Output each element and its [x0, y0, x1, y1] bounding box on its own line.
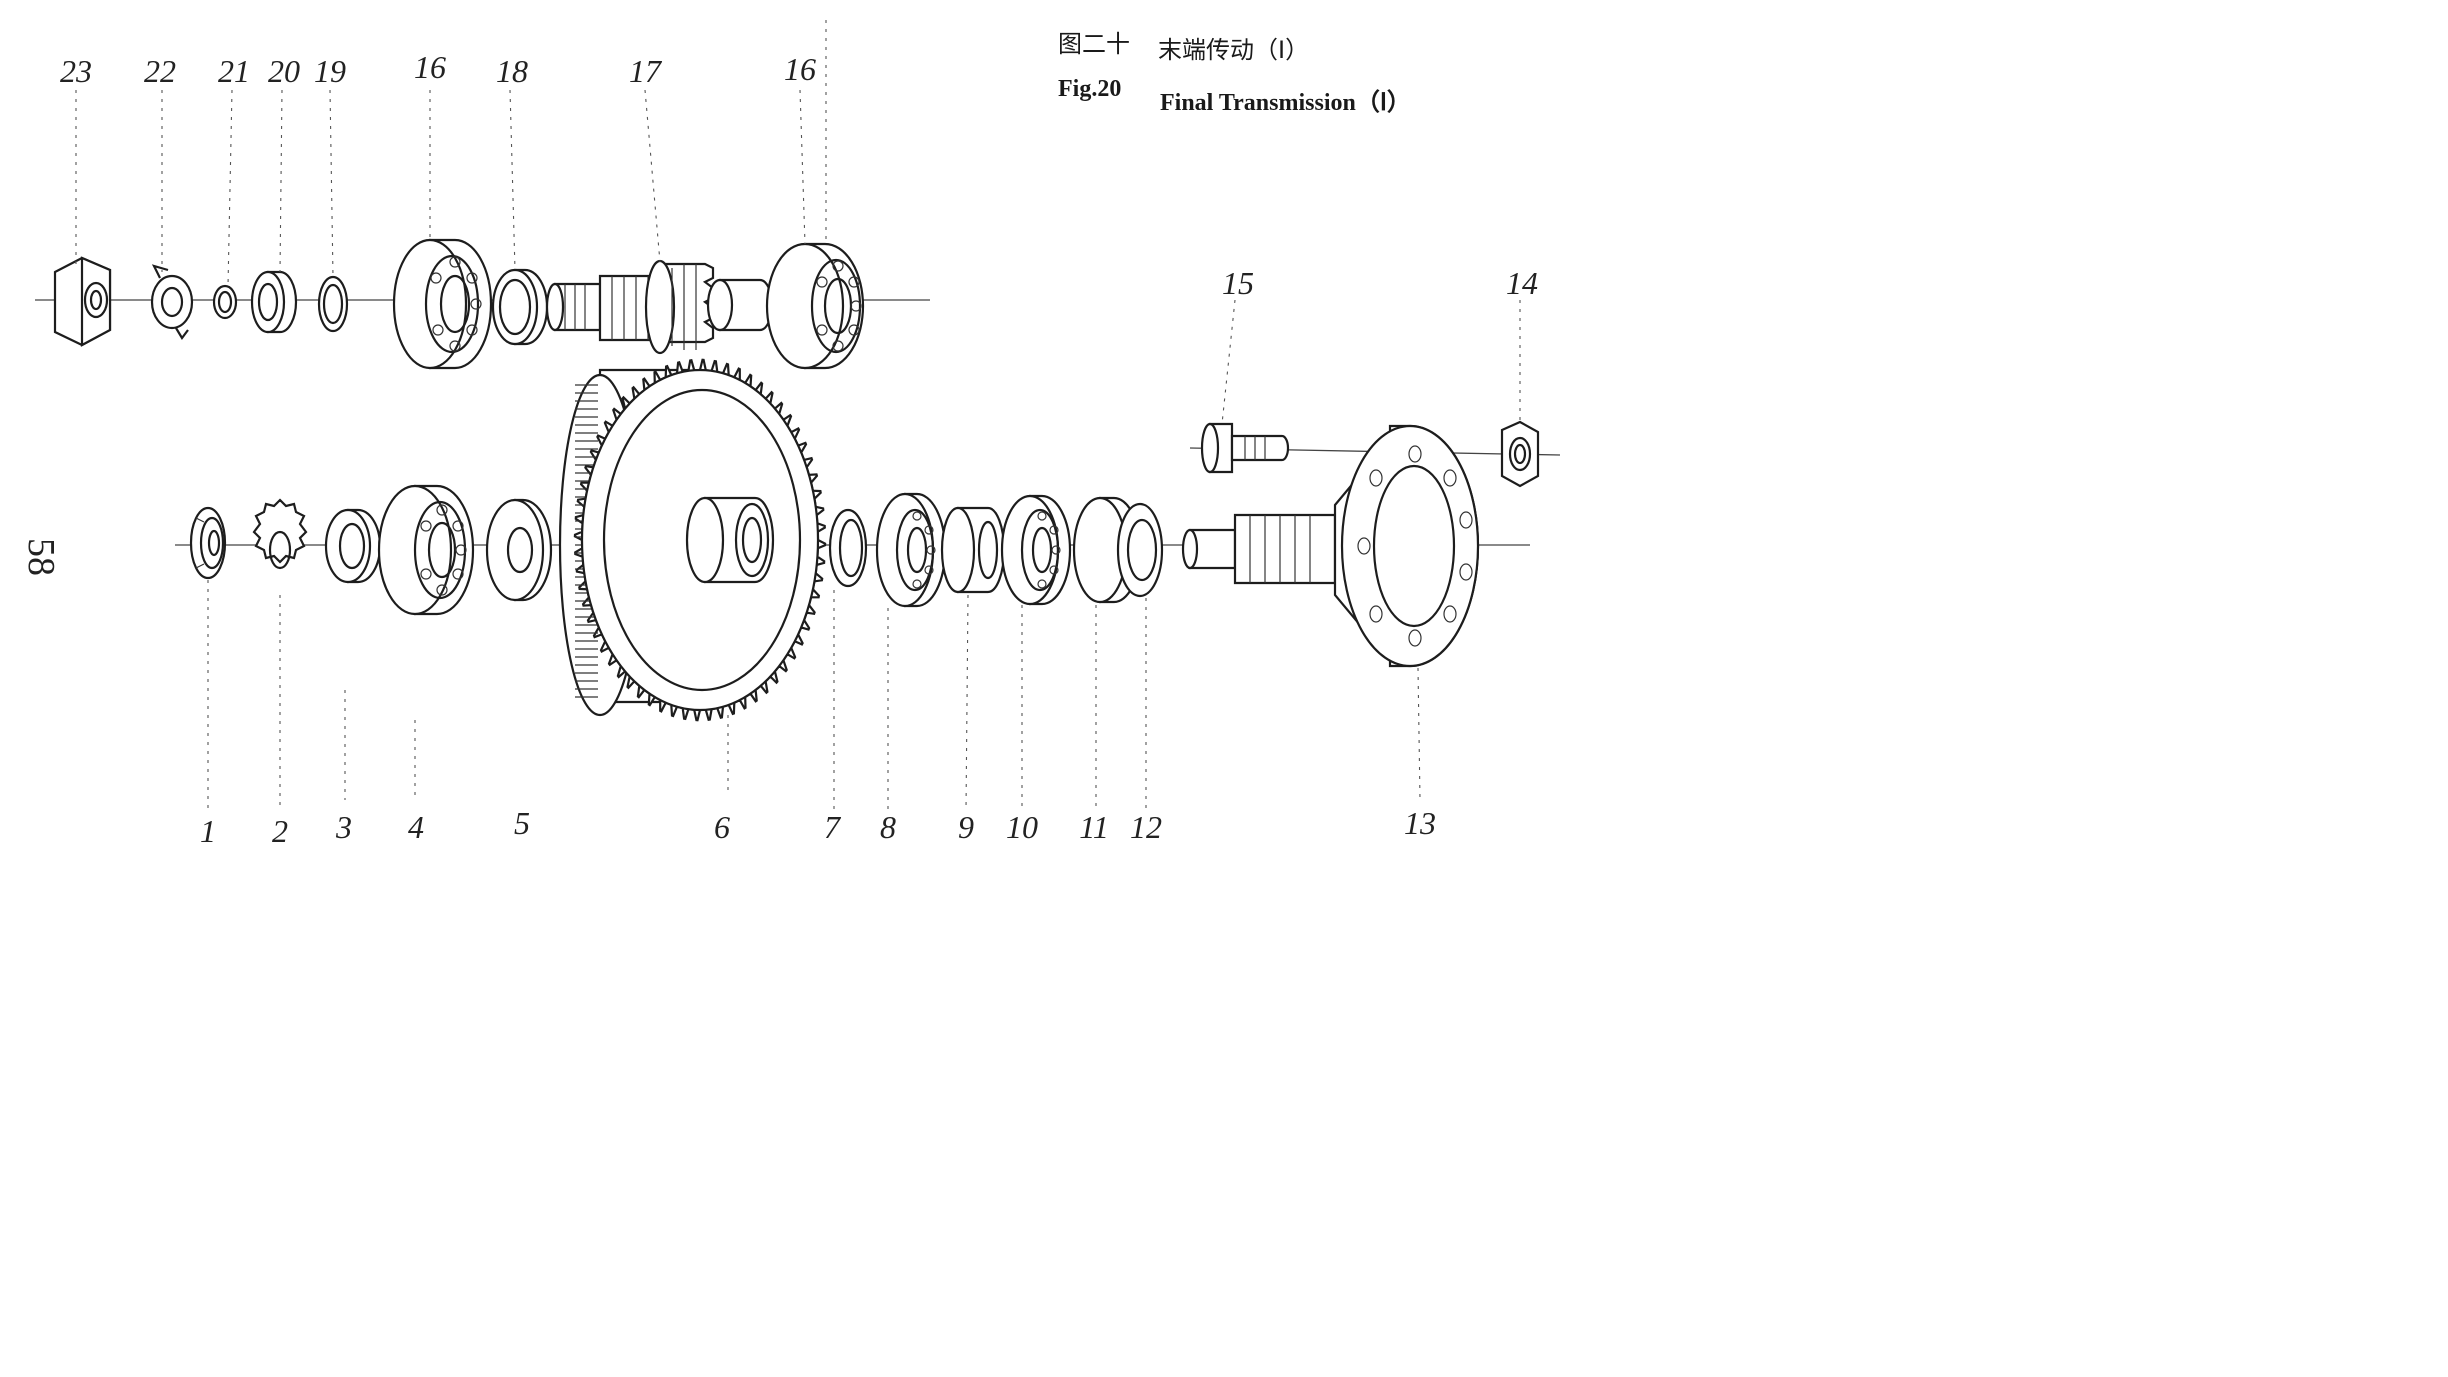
part-20-bushing	[250, 270, 298, 334]
part-14-hub-nut	[1500, 420, 1540, 488]
part-labels: 23 22 21 20 19 16 18 17 16 15 14 1 2 3 4…	[60, 49, 1538, 849]
part-8-ball-bearing	[875, 492, 947, 608]
label-part-16-right: 16	[784, 51, 816, 87]
part-9-sleeve	[940, 506, 1006, 594]
label-part-9: 9	[958, 809, 974, 845]
label-part-7: 7	[824, 809, 842, 845]
part-19-seal-ring	[317, 275, 349, 333]
label-part-12: 12	[1130, 809, 1162, 845]
label-part-16-left: 16	[414, 49, 446, 85]
label-part-21: 21	[218, 53, 250, 89]
label-part-15: 15	[1222, 265, 1254, 301]
part-16-ball-bearing-left	[392, 238, 493, 370]
part-10-ball-bearing	[1000, 494, 1072, 606]
label-part-23: 23	[60, 53, 92, 89]
part-3-ring	[324, 508, 382, 584]
caption-en-title: Final Transmission（Ⅰ）	[1160, 90, 1411, 116]
part-2-lock-washer	[252, 498, 308, 570]
label-part-20: 20	[268, 53, 300, 89]
part-4-ball-bearing	[377, 484, 475, 616]
label-part-8: 8	[880, 809, 896, 845]
part-13-axle-flange	[1181, 424, 1480, 668]
part-1-slotted-nut	[189, 506, 227, 580]
caption-cn-figure-number: 图二十	[1058, 30, 1130, 58]
leader-lines	[75, 89, 1521, 811]
label-part-13: 13	[1404, 805, 1436, 841]
part-18-spacer-ring	[491, 268, 549, 346]
part-12-ring	[1116, 502, 1164, 598]
part-7-ring	[828, 508, 868, 588]
label-part-14: 14	[1506, 265, 1538, 301]
part-17-pinion-shaft	[545, 259, 774, 355]
label-part-5: 5	[514, 805, 530, 841]
label-part-11: 11	[1079, 809, 1109, 845]
label-part-18: 18	[496, 53, 528, 89]
label-part-17: 17	[629, 53, 663, 89]
label-part-19: 19	[314, 53, 346, 89]
label-part-3: 3	[335, 809, 352, 845]
caption-en-figure-number: Fig.20	[1058, 76, 1122, 102]
label-part-6: 6	[714, 809, 730, 845]
part-22-tab-washer	[150, 264, 194, 340]
part-21-ring	[212, 284, 238, 320]
label-part-22: 22	[144, 53, 176, 89]
part-16-ball-bearing-right	[765, 242, 865, 370]
part-6-final-drive-gear	[558, 358, 827, 722]
caption-cn-title: 末端传动（Ⅰ）	[1158, 36, 1310, 64]
part-15-hub-bolt	[1200, 422, 1290, 474]
label-part-4: 4	[408, 809, 424, 845]
label-part-2: 2	[272, 813, 288, 849]
label-part-10: 10	[1006, 809, 1038, 845]
part-5-washer	[485, 498, 553, 602]
label-part-1: 1	[200, 813, 216, 849]
part-23-hex-nut	[53, 256, 112, 347]
